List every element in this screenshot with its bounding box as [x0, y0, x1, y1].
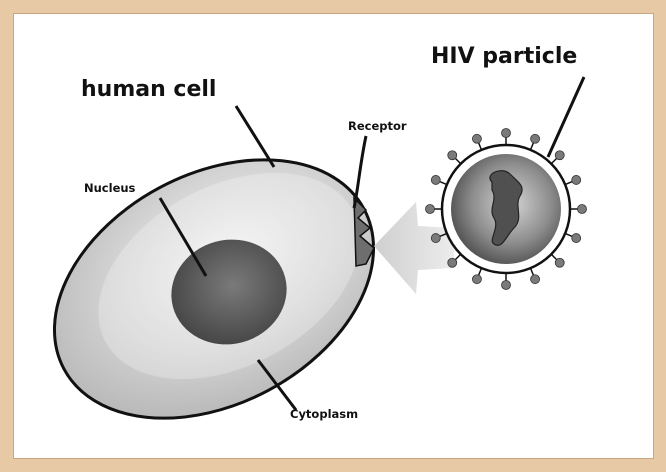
hiv-spike-knob: [448, 258, 457, 267]
hiv-spike-knob: [502, 281, 511, 290]
hiv-spike-knob: [472, 134, 481, 143]
cytoplasm-label: Cytoplasm: [290, 407, 358, 421]
hiv-spike-knob: [431, 175, 440, 184]
hiv-spike-knob: [472, 275, 481, 284]
nucleus-label: Nucleus: [84, 181, 136, 195]
hiv-particle: [426, 129, 587, 290]
hiv-spike-knob: [531, 275, 540, 284]
hiv-particle-label: HIV particle: [431, 44, 577, 69]
hiv-spike-knob: [502, 129, 511, 138]
hiv-spike-knob: [431, 234, 440, 243]
hiv-spike-knob: [531, 134, 540, 143]
hiv-spike-knob: [448, 151, 457, 160]
receptor-label: Receptor: [348, 119, 407, 133]
hiv-spike-knob: [572, 175, 581, 184]
human-cell-label: human cell: [81, 77, 216, 102]
hiv-spike-knob: [578, 205, 587, 214]
hiv-particle-leader: [548, 77, 584, 157]
hiv-spike-knob: [555, 151, 564, 160]
human-cell-leader: [236, 106, 274, 167]
diagram-panel: human cell HIV particle Receptor Nucleus…: [13, 13, 654, 459]
hiv-spike-knob: [426, 205, 435, 214]
hiv-spike-knob: [572, 234, 581, 243]
hiv-spike-knob: [555, 258, 564, 267]
receptor-leader: [354, 136, 366, 208]
hiv-cell-diagram: human cell HIV particle Receptor Nucleus…: [14, 14, 654, 459]
